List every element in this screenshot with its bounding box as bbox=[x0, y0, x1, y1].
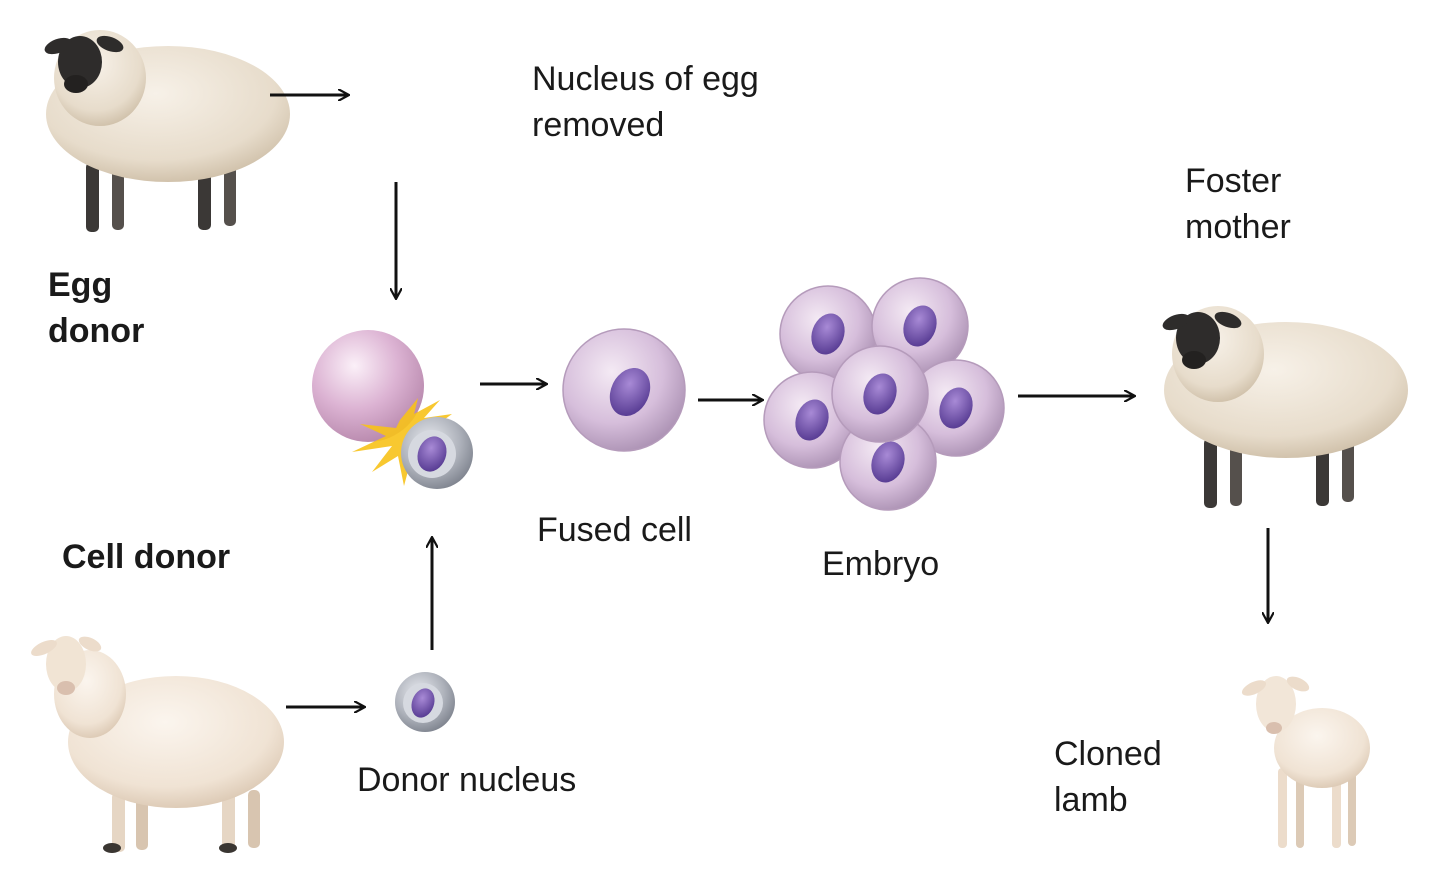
foster-mother-sheep bbox=[1160, 306, 1408, 508]
donor-cell-fusing bbox=[401, 417, 473, 489]
donor-nucleus-cell bbox=[395, 672, 455, 732]
embryo-cluster bbox=[763, 277, 1005, 511]
fused-cell bbox=[562, 328, 686, 452]
egg-cell bbox=[312, 330, 424, 442]
foster-mother-label: Foster mother bbox=[1185, 162, 1291, 246]
cloned-lamb bbox=[1239, 673, 1370, 848]
embryo-label: Embryo bbox=[822, 545, 940, 583]
nucleus-removed-label: Nucleus of egg removed bbox=[532, 60, 759, 144]
egg-donor-label: Egg donor bbox=[48, 266, 145, 350]
cell-donor-label: Cell donor bbox=[62, 538, 231, 576]
donor-nucleus-label: Donor nucleus bbox=[357, 761, 577, 799]
fused-cell-label: Fused cell bbox=[537, 511, 692, 549]
cell-donor-sheep bbox=[28, 633, 284, 853]
cloned-lamb-label: Cloned lamb bbox=[1054, 735, 1162, 819]
process-arrows bbox=[270, 95, 1268, 707]
egg-donor-sheep bbox=[42, 30, 290, 232]
